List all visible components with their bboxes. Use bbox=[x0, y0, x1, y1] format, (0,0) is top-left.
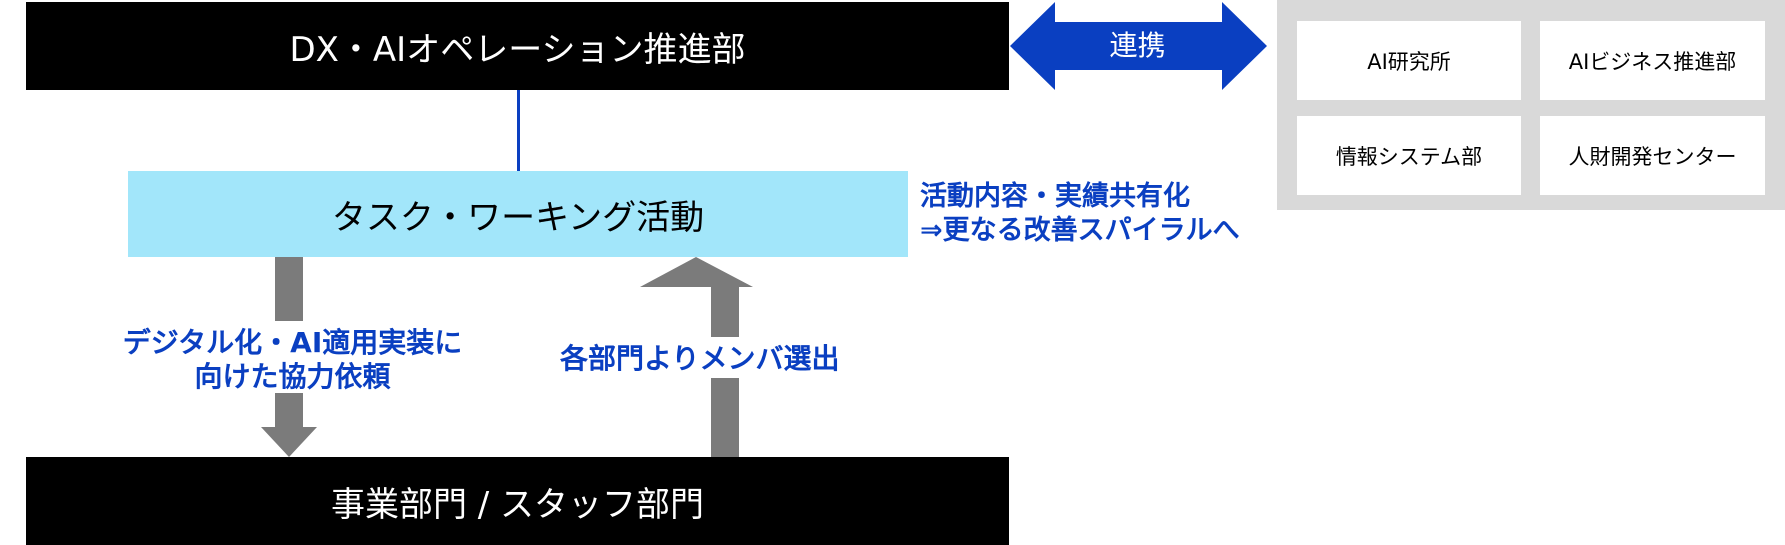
partner-hr-dev-center: 人財開発センター bbox=[1540, 116, 1765, 195]
member-selection-label: 各部門よりメンバ選出 bbox=[560, 342, 840, 375]
up-arrow-head bbox=[640, 257, 753, 287]
cooperation-request-label: デジタル化・AI適用実装に 向けた協力依頼 bbox=[120, 326, 465, 394]
side-note-line2: ⇒更なる改善スパイラルへ bbox=[920, 215, 1240, 246]
task-working-activity-label: タスク・ワーキング活動 bbox=[331, 197, 705, 238]
partner-info-system-dept: 情報システム部 bbox=[1297, 116, 1521, 195]
task-working-activity-box: タスク・ワーキング活動 bbox=[128, 171, 908, 257]
dx-ai-operation-dept-label: DX・AIオペレーション推進部 bbox=[289, 29, 746, 70]
up-arrow-shaft-bottom bbox=[711, 378, 739, 457]
partner-ai-lab: AI研究所 bbox=[1297, 21, 1521, 100]
cooperation-request-line1: デジタル化・AI適用実装に bbox=[122, 326, 463, 359]
side-note: 活動内容・実績共有化 ⇒更なる改善スパイラルへ bbox=[920, 180, 1240, 248]
link-label: 連携 bbox=[1109, 29, 1166, 62]
connector-line bbox=[517, 90, 520, 171]
up-arrow-shaft-top bbox=[711, 287, 739, 337]
business-staff-dept-box: 事業部門 / スタッフ部門 bbox=[26, 457, 1009, 545]
cooperation-request-line2: 向けた協力依頼 bbox=[194, 360, 391, 393]
down-arrow-shaft-bottom bbox=[275, 393, 303, 427]
dx-ai-operation-dept-box: DX・AIオペレーション推進部 bbox=[26, 2, 1009, 90]
link-double-arrow bbox=[1010, 2, 1267, 90]
partner-ai-business-dept: AIビジネス推進部 bbox=[1540, 21, 1765, 100]
down-arrow-shaft-top bbox=[275, 257, 303, 321]
side-note-line1: 活動内容・実績共有化 bbox=[920, 181, 1190, 212]
down-arrow-head bbox=[261, 427, 317, 457]
business-staff-dept-label: 事業部門 / スタッフ部門 bbox=[330, 484, 705, 525]
